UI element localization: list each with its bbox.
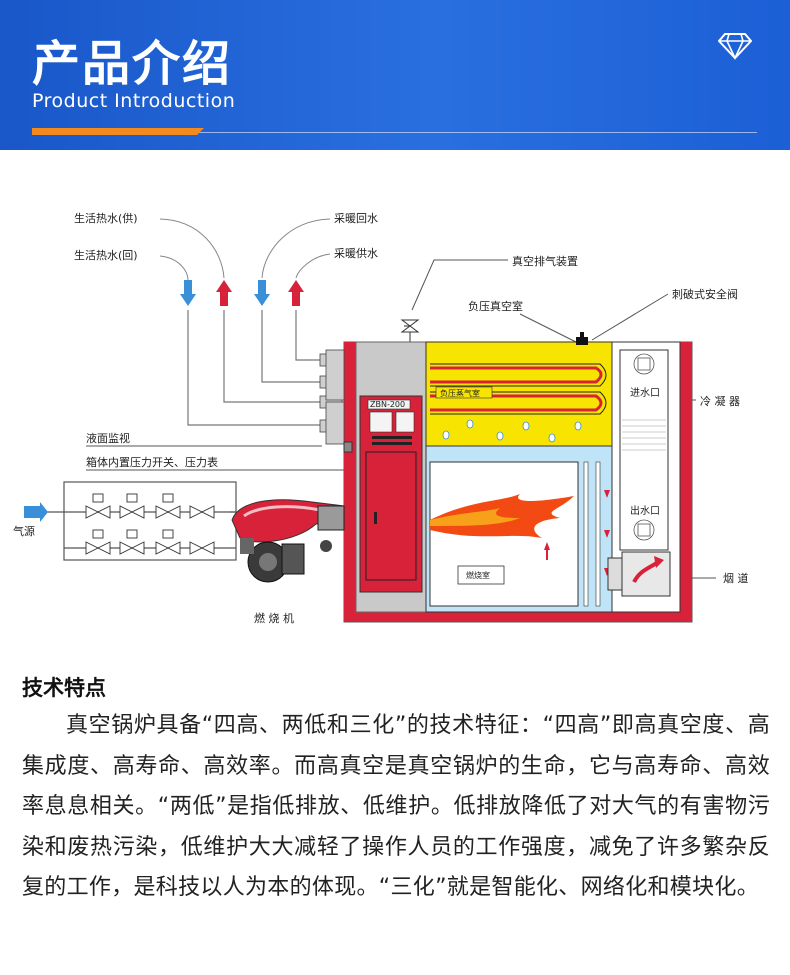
header-accent-bar bbox=[32, 128, 204, 135]
label-heating-supply: 采暖供水 bbox=[334, 246, 378, 260]
page-subtitle: Product Introduction bbox=[32, 90, 236, 112]
safety-valve bbox=[576, 337, 588, 345]
header-banner: 产品介绍 Product Introduction bbox=[0, 0, 790, 150]
label-gas-source: 气源 bbox=[13, 524, 35, 538]
flame bbox=[430, 494, 574, 538]
label-pressure-switch: 箱体内置压力开关、压力表 bbox=[86, 455, 218, 469]
label-panel: ZBN-200 bbox=[370, 400, 405, 409]
label-hot-water-return: 生活热水(回) bbox=[74, 248, 138, 262]
vacuum-boiler-diagram: 生活热水(供) 生活热水(回) 采暖回水 采暖供水 真空排气装置 负压真空室 刺… bbox=[13, 211, 749, 625]
boiler-shell-left bbox=[344, 342, 356, 622]
label-burner: 燃 烧 机 bbox=[254, 611, 294, 625]
diamond-icon bbox=[718, 33, 752, 60]
label-hot-water-supply: 生活热水(供) bbox=[74, 211, 138, 225]
label-rupture-safety-valve: 刺破式安全阀 bbox=[672, 287, 738, 301]
label-level-monitor: 液面监视 bbox=[86, 431, 130, 445]
down-arrow-icon bbox=[184, 280, 192, 294]
gas-arrow-icon bbox=[24, 502, 48, 522]
page-title: 产品介绍 bbox=[32, 36, 233, 92]
label-vacuum-exhaust: 真空排气装置 bbox=[512, 254, 578, 268]
up-arrow-icon bbox=[216, 280, 232, 292]
features-title: 技术特点 bbox=[22, 676, 106, 700]
flue-box bbox=[621, 551, 671, 597]
label-condenser: 冷 凝 器 bbox=[700, 394, 740, 408]
label-water-inlet: 进水口 bbox=[630, 387, 660, 399]
label-negative-pressure-chamber: 负压真空室 bbox=[468, 299, 523, 313]
boiler-base bbox=[344, 612, 692, 622]
label-water-outlet: 出水口 bbox=[630, 504, 660, 517]
features-text: 真空锅炉具备“四高、两低和三化”的技术特征：“四高”即高真空度、高集成度、高寿命… bbox=[22, 713, 770, 901]
label-combustion-chamber: 燃烧室 bbox=[466, 570, 490, 580]
boiler-shell-right bbox=[680, 342, 692, 622]
header-divider bbox=[32, 132, 757, 133]
label-heating-return: 采暖回水 bbox=[334, 212, 378, 225]
label-flue: 烟 道 bbox=[723, 571, 749, 585]
label-steam-chamber: 负压蒸气室 bbox=[440, 388, 480, 398]
